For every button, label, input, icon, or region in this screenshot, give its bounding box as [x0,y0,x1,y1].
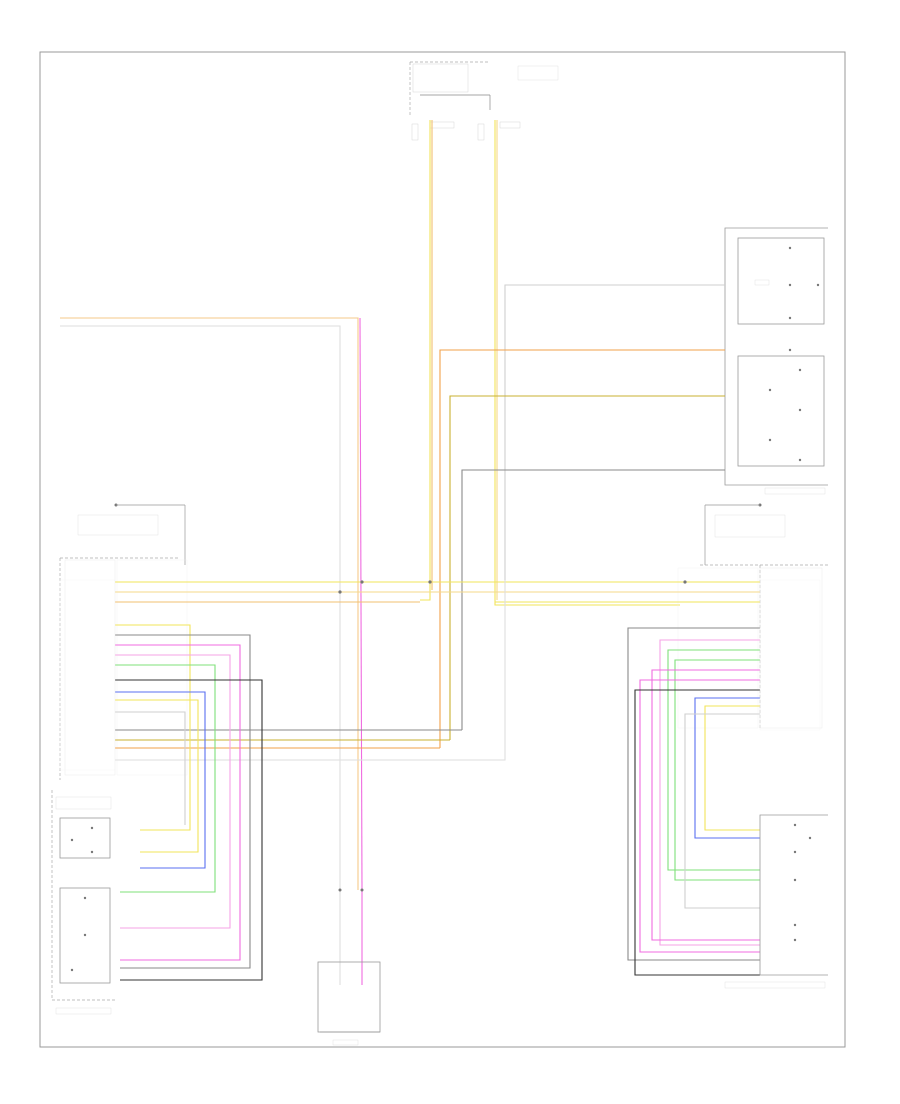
wire-upper-olive [449,395,725,740]
wire-upper-dark [461,469,725,730]
right-upper-fuse [704,503,786,565]
right-module [677,564,828,730]
wire-left-feed-a [60,317,359,890]
wire-left-feed-b [60,325,341,890]
bus-light [115,580,506,761]
top-fuse-block [409,61,559,141]
left-harness [115,624,263,981]
left-module [59,557,188,780]
wire-upper-orange [439,349,725,748]
right-harness [627,627,760,976]
wire-feed-yellow [420,120,431,601]
wire-feed-right [494,120,680,606]
lower-right-switch [724,814,828,989]
right-upper-switch [724,227,828,495]
wire-upper-gray [504,284,725,580]
left-upper-fuse [77,503,186,565]
diagram-frame [39,51,846,1048]
lower-left-switch [51,790,115,1015]
pin-strips [59,579,821,771]
wire-left-feed-magenta [359,317,363,891]
ground-block [317,888,381,1046]
